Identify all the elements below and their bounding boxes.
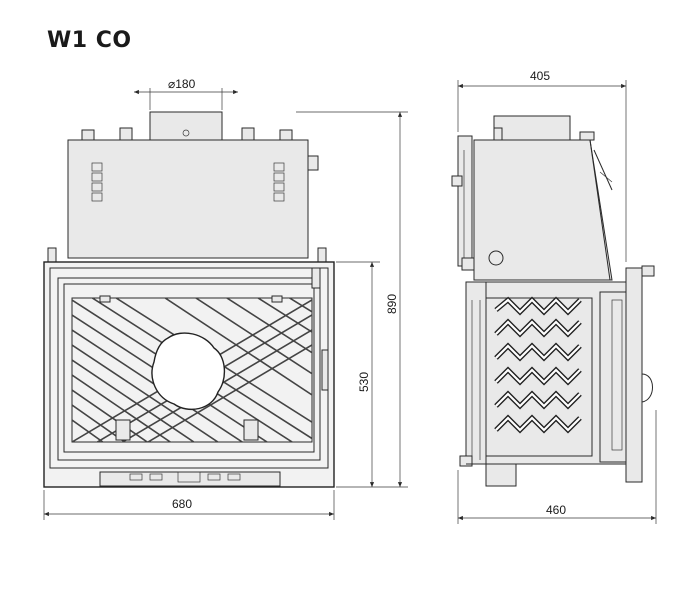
glass-clip-right: [243, 419, 259, 441]
dim-side-bottom: [457, 410, 657, 524]
dim-total-height-label: 890: [385, 294, 399, 314]
side-ash-tray: [485, 463, 517, 487]
dim-side-top-label: 405: [530, 69, 550, 83]
side-handle: [641, 373, 653, 403]
flue-collar: [149, 111, 223, 143]
dim-width-label: 680: [172, 497, 192, 511]
dim-front-height-label: 530: [357, 372, 371, 392]
glass: [71, 297, 313, 443]
front-view: [43, 111, 335, 488]
hood-slots: [91, 162, 285, 202]
dim-flue-label: ⌀180: [168, 77, 196, 91]
dim-side-bottom-label: 460: [546, 503, 566, 517]
drawing-title: W1 CO: [47, 28, 132, 53]
side-inlet: [488, 250, 504, 266]
hood-body: [67, 139, 309, 259]
dim-width: [43, 490, 335, 520]
dim-flue: [134, 88, 238, 110]
side-flue-collar: [493, 115, 571, 141]
dim-total-height: [296, 111, 408, 488]
side-view: [451, 115, 655, 487]
dim-side-top: [457, 80, 627, 262]
side-hood: [473, 139, 613, 281]
glass-clip-left: [115, 419, 131, 441]
side-front-frame: [625, 267, 643, 483]
door: [57, 277, 321, 461]
dim-front-height: [336, 261, 380, 488]
door-handle: [321, 349, 329, 391]
air-opening: [151, 332, 225, 411]
ash-pan: [99, 471, 281, 487]
